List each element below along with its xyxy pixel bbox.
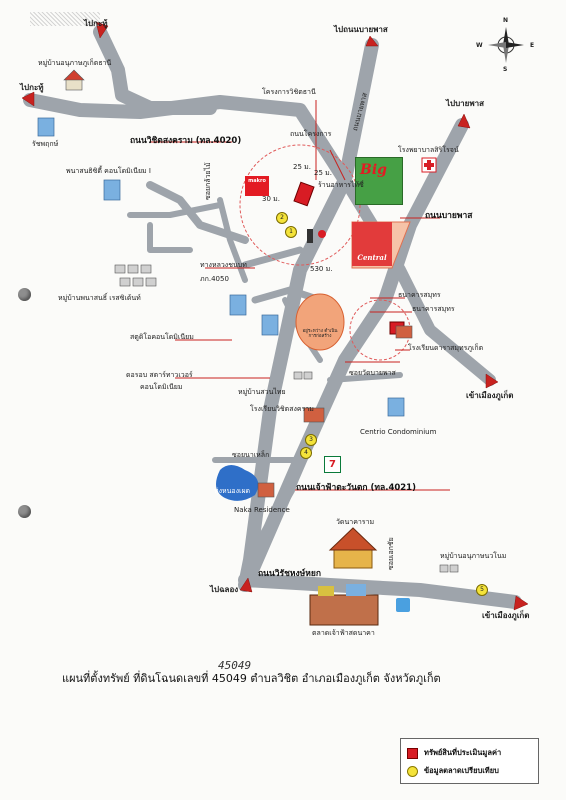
road-label-soi-neha: ซอยนาเหล็ก [232,451,270,459]
handwritten-deed-number: 45049 [218,659,252,672]
road-label-srisoonthorn: ถนนโครงการ [290,130,332,138]
label-to-chalong: ไปฉลอง [210,585,239,594]
comparable-marker: 1 [285,226,297,238]
label-project: โครงการวิชิตธานี [262,88,316,96]
label-to-town-bottom: เข้าเมืองภูเก็ต [482,611,530,620]
punch-hole [18,505,31,518]
legend-comparable-swatch [407,765,418,777]
road-label-highway: ทางหลวงชนบท [200,261,247,269]
big-c-logo: Big [355,157,403,205]
lake [216,465,259,501]
label-school2: โรงเรียนดาราสมุทรภูเก็ต [408,344,484,352]
compass-e: E [530,42,535,49]
legend-subject: ทรัพย์สินที่ประเมินมูลค่า [407,747,501,759]
label-bank2: ธนาคารสมุทร [412,305,455,313]
road-label-soi-ekachai: ซอยเอกชัย [387,537,395,570]
label-school: โรงเรียนวิชิตสงคราม [250,405,314,413]
label-to-kathu-top: ไปกะทู้ [84,19,108,28]
label-food-center: ร้านอาหารไท้ซี่ [318,181,364,189]
legend-comparable-label: ข้อมูลตลาดเปรียบเทียบ [424,766,499,775]
arrow-kathu-left [21,91,35,107]
market-icon [309,584,379,626]
label-talay-condo2: คอนโดมิเนียม [140,383,183,391]
label-central-festival: อยู่ระหว่าง ดำเนินการก่อสร้าง [302,329,338,339]
label-lake: ทุ่งหนองเผด [214,487,251,495]
central-logo: Central [352,222,392,266]
comparable-marker: 4 [300,447,312,459]
map-caption: แผนที่ตั้งทรัพย์ ที่ดินโฉนดเลขที่ 45049 … [62,672,441,685]
label-market: ตลาดเจ้าฟ้าสดนาคา [312,629,375,637]
label-punasiri: หมู่บ้านพนาสนธิ์ เรสซิเด้นท์ [58,294,141,302]
road-label-soi-kluay: ซอยกล้วยไม้ [204,162,212,200]
compass-rose: N S W E [476,17,534,73]
label-to-kathu-left: ไปกะทู้ [20,83,44,92]
central-festival-site [295,293,345,351]
label-mu-ban-anu: หมู่บ้านอนุภาษนวโนม [440,552,507,560]
label-centrio: Centrio Condominium [360,428,437,436]
label-to-bang: ไปถนนบายพาส [334,25,388,34]
comparable-marker: 3 [305,434,317,446]
scribble-mark [30,12,100,26]
building-rajapreuk [37,117,55,137]
label-talay-condo: ดอรอบ สตาร์ทาวเวอร์ [126,371,193,379]
label-sport-condo: สตูดิโอคอนโดมิเนียม [130,333,194,341]
road-label-bypass: ถนนบายพาส [425,211,473,221]
legend-subject-swatch [407,747,418,759]
label-hospital: โรงพยาบาลสิริโรจน์ [398,146,459,154]
legend-comparable: ข้อมูลตลาดเปรียบเทียบ [407,765,499,777]
comparable-marker: 5 [476,584,488,596]
arrow-bang-top [365,35,379,47]
arrow-town-bottom [513,595,529,611]
road-label-pk4050: ภก.4050 [200,275,229,283]
label-to-bypass: ไปบายพาส [446,99,485,108]
arrow-kathu-top [95,21,109,39]
compass-w: W [476,42,483,49]
hospital-icon [421,157,437,173]
road-label-soi-wat: ซอยวัดบายพาส [349,369,396,377]
label-to-town-mid: เข้าเมืองภูเก็ต [466,391,514,400]
legend: ทรัพย์สินที่ประเมินมูลค่า ข้อมูลตลาดเปรี… [400,738,539,784]
arrow-town-mid [485,373,499,389]
makro-logo: makro [245,176,269,196]
subject-property [293,181,315,207]
distance-25b: 25 ม. [314,169,332,177]
road-label-chao-fa: ถนนเจ้าฟ้าตะวันตก (ทล.4021) [296,483,416,493]
label-rajapreuk: รัชพฤกษ์ [32,140,59,148]
label-punsuk: พนาสนธิซิตี้ คอนโดมิเนียม I [66,167,151,175]
label-temple: วัดนาคาราม [336,518,375,526]
traffic-light-icon [307,229,313,243]
label-mu-ban-kat: หมู่บ้านอนุภาษภูเก็ตธานี [38,59,112,67]
distance-25a: 25 ม. [293,163,311,171]
compass-s: S [503,66,508,73]
road-vichit-songkhram [23,93,352,187]
road-label-lower: ถนนวิรัชหงษ์หยก [258,569,321,579]
label-naka: Naka Residence [234,506,290,514]
seven-eleven-icon: 7 [324,456,341,473]
road-label-vichit: ถนนวิชิตสงคราม (ทล.4020) [130,136,242,146]
distance-530: 530 ม. [310,265,333,273]
distance-30: 30 ม. [262,195,280,203]
road-chao-fa [245,455,305,565]
comparable-marker: 2 [276,212,288,224]
road-kathu-top [93,25,217,115]
arrow-chalong [239,577,253,593]
punch-hole [18,288,31,301]
label-bank: ธนาคารสมุทร [398,291,441,299]
road-lower-east [238,573,522,609]
legend-subject-label: ทรัพย์สินที่ประเมินมูลค่า [424,748,502,757]
shop-icon [396,598,410,612]
arrow-bypass [457,113,471,129]
compass-n: N [503,17,509,24]
temple-icon [328,527,378,569]
label-mu-ban-suan: หมู่บ้านสวนไทย [238,388,286,396]
radius-circle [239,144,361,266]
